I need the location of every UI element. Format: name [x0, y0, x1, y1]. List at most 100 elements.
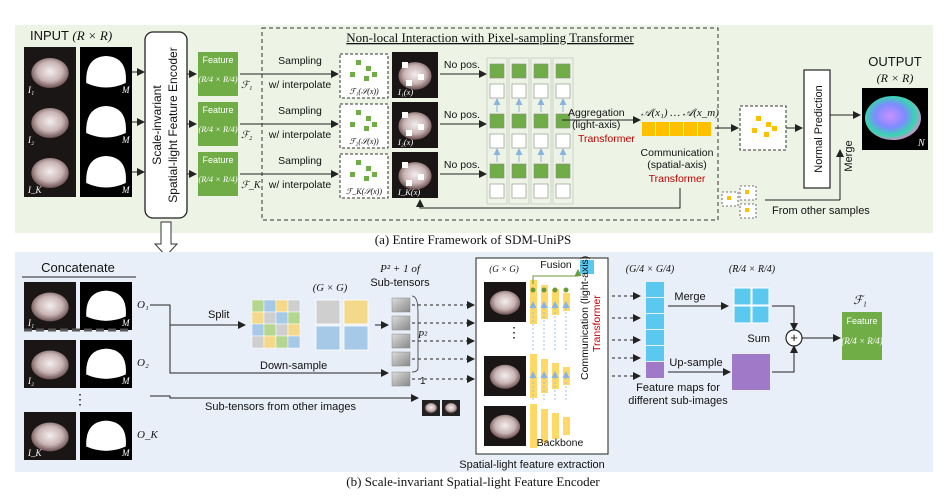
concat-mask-1-label: M	[121, 318, 130, 328]
encoder-box	[144, 31, 188, 219]
normal-prediction-box	[803, 69, 831, 189]
fusion-node	[563, 287, 569, 293]
concat-mask-2-label: M	[121, 376, 130, 386]
token-cell-green	[533, 63, 549, 79]
backbone-layer	[541, 359, 548, 393]
token-cell-green	[533, 163, 549, 179]
o-label-3: O_K	[137, 429, 158, 441]
grid-size-label: (G × G)	[313, 283, 348, 294]
backbone-layer	[552, 289, 559, 315]
merge-label-a: Merge	[843, 140, 855, 171]
backbone-grid-label: (G × G)	[489, 264, 519, 274]
sampled-feature-dot	[364, 176, 369, 181]
aggregated-tokens-label: 𝒜(x₁) … 𝒜(x_m)	[641, 107, 719, 119]
o-label-1: O₁	[137, 299, 149, 311]
token-cell-green	[511, 63, 527, 79]
subtensor-count-label-2: Sub-tensors	[370, 277, 430, 289]
concat-image-2-label: I₂	[27, 376, 34, 386]
split-cell	[287, 323, 301, 337]
fusion-node	[541, 287, 547, 293]
backbone-layer	[563, 293, 570, 311]
feature-map-tile-2	[646, 298, 664, 313]
pixel-sample-marker	[406, 180, 412, 186]
panel-transition-arrow	[153, 221, 179, 257]
concat-mask-3-shape	[86, 420, 126, 451]
token-cell-green	[511, 163, 527, 179]
token-cell-white	[489, 183, 505, 199]
split-block-4	[343, 325, 369, 351]
backbone-input-2-object	[489, 364, 521, 389]
sampled-output-box	[739, 105, 787, 151]
communication-vertical-transformer: Transformer	[591, 295, 603, 352]
input-image-1-object	[31, 58, 69, 88]
upsample-label: Up-sample	[669, 357, 722, 369]
pixel-sample-label-1: I₁(x)	[397, 87, 413, 97]
feature-maps-label-2: different sub-images	[628, 395, 728, 407]
fusion-node	[530, 287, 536, 293]
input-image-3-label: I_K	[27, 185, 42, 195]
o-label-2: O₂	[137, 357, 149, 369]
sampled-feature-dot	[372, 72, 377, 77]
token-cell-green	[489, 113, 505, 129]
subtensor-brace	[411, 295, 419, 373]
split-cell	[275, 323, 289, 337]
feature-word-2: Feature	[202, 105, 233, 115]
split-block-2	[343, 299, 369, 325]
token-cell-white	[533, 133, 549, 149]
sub-tensor-2	[391, 315, 411, 331]
feature-dims-1: (R/4 × R/4)	[198, 74, 237, 84]
token-cell-green	[555, 63, 571, 79]
sampled-feature-dot	[372, 122, 377, 127]
input-title: INPUT (R × R)	[30, 28, 112, 43]
backbone-label: Backbone	[537, 437, 584, 449]
downsample-arrow	[169, 325, 389, 377]
feature-map-tile-3	[646, 314, 664, 329]
sampled-features-box-1	[339, 53, 389, 99]
other-images-label: Sub-tensors from other images	[205, 401, 357, 413]
feature-symbol-2: ℱ₂	[241, 130, 253, 141]
input-mask-2-shape	[86, 106, 126, 138]
encoder-label-line1: Scale-invariant	[150, 85, 164, 165]
final-feature-word: Feature	[846, 316, 877, 326]
encoder-label-line2: Spatial-light Feature Encoder	[166, 47, 180, 202]
other-sample-dot	[745, 208, 749, 212]
token-cell-green	[489, 63, 505, 79]
concat-image-1-object	[31, 292, 69, 322]
sampling-label-2-3: w/ interpolate	[268, 179, 332, 191]
backbone-input-1-object	[489, 290, 521, 315]
predicted-sample-dot	[772, 126, 777, 131]
split-arrow	[150, 304, 246, 329]
feature-map-tile-1	[646, 282, 664, 297]
sampling-label-2-2: w/ interpolate	[268, 129, 332, 141]
merged-tile-1	[733, 287, 752, 306]
predicted-sample-dot	[752, 128, 757, 133]
aggregated-token	[656, 122, 669, 136]
sampling-label-1-1: Sampling	[278, 55, 322, 67]
fusion-output-square	[580, 260, 594, 274]
backbone-layer	[552, 363, 559, 389]
aggregated-token	[642, 122, 655, 136]
aggregation-transformer-label: Transformer	[578, 133, 635, 145]
split-block-1	[315, 299, 341, 325]
concatenate-label: Concatenate	[41, 260, 115, 275]
sampled-feature-dot	[356, 160, 361, 165]
sub-tensor-5	[391, 371, 411, 387]
split-cell	[251, 335, 265, 349]
other-images-arrow	[150, 394, 419, 402]
final-feature-symbol: ℱ₁	[853, 293, 867, 307]
subtensor-count-label-1: P² + 1 of	[379, 263, 422, 275]
input-image-3-object	[31, 158, 69, 188]
rows-ellipsis: ⋮	[73, 391, 87, 407]
other-thumb-2-object	[445, 403, 457, 413]
concat-mask-3-label: M	[121, 448, 130, 458]
split-cell	[251, 323, 265, 337]
token-cell-white	[533, 183, 549, 199]
token-cell-white	[511, 183, 527, 199]
aggregated-token	[684, 122, 697, 136]
token-cell-white	[555, 183, 571, 199]
output-dims-label: (R/4 × R/4)	[729, 264, 776, 275]
sampled-feature-dot	[350, 122, 355, 127]
feedback-arrow	[416, 188, 681, 209]
token-cell-green	[555, 163, 571, 179]
